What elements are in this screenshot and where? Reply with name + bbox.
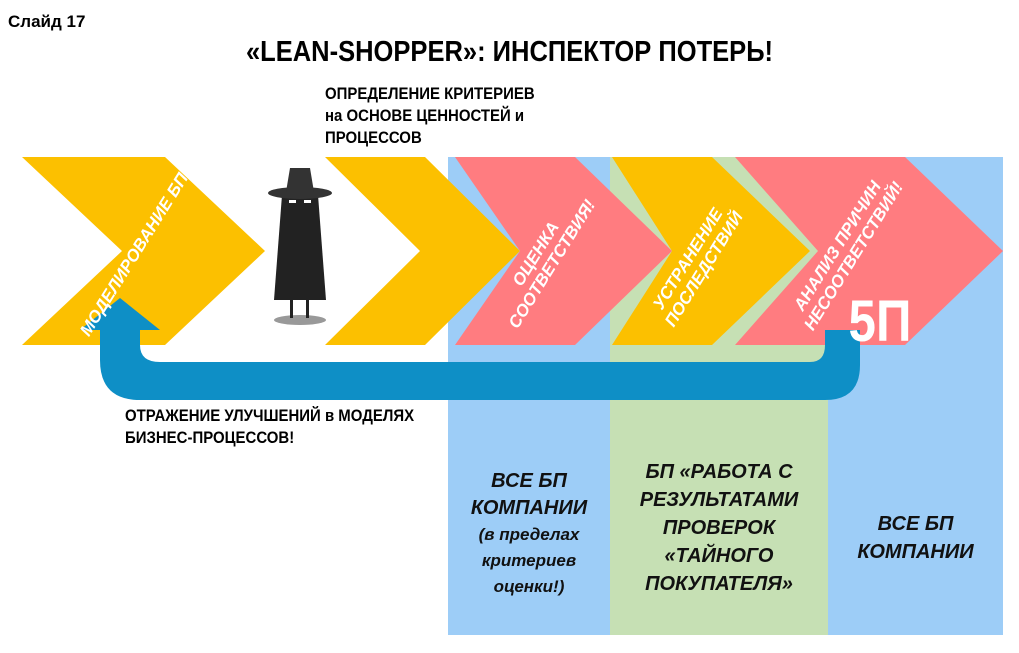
chevron-modeling (22, 157, 265, 345)
column-line: «ТАЙНОГО (664, 545, 774, 567)
column-line: ПОКУПАТЕЛЯ» (645, 573, 793, 595)
column-line: КОМПАНИИ (857, 541, 974, 563)
feedback-note-line: БИЗНЕС-ПРОЦЕССОВ! (125, 428, 295, 447)
chevron-elimination (612, 157, 810, 345)
feedback-note-line: ОТРАЖЕНИЕ УЛУЧШЕНИЙ в МОДЕЛЯХ (125, 406, 415, 425)
chevron-criteria (325, 157, 520, 345)
chevron-assessment (455, 157, 672, 345)
column-line: ВСЕ БП (877, 513, 954, 535)
column-subline: (в пределах (478, 525, 580, 544)
column-line: КОМПАНИИ (470, 497, 588, 519)
column-all-bp-2-text: ВСЕ БП КОМПАНИИ (828, 510, 1003, 566)
chevron-analysis (735, 157, 1003, 345)
spy-icon (268, 168, 332, 325)
column-line: ВСЕ БП (491, 470, 567, 492)
column-subline: оценки!) (493, 577, 565, 596)
slide-number: Слайд 17 (8, 12, 86, 31)
column-line: ПРОВЕРОК (662, 517, 776, 539)
column-all-bp-text: ВСЕ БП КОМПАНИИ (в пределах критериев оц… (448, 468, 610, 600)
feedback-note: ОТРАЖЕНИЕ УЛУЧШЕНИЙ в МОДЕЛЯХ БИЗНЕС-ПРО… (125, 405, 414, 449)
column-subline: критериев (481, 551, 577, 570)
column-mystery-shopper-text: БП «РАБОТА С РЕЗУЛЬТАТАМИ ПРОВЕРОК «ТАЙН… (610, 458, 828, 598)
criteria-note-line: на ОСНОВЕ ЦЕННОСТЕЙ и (325, 106, 525, 125)
slide-title: «LEAN-SHOPPER»: ИНСПЕКТОР ПОТЕРЬ! (245, 36, 774, 68)
column-line: БП «РАБОТА С (645, 461, 793, 483)
feedback-arrow (80, 298, 860, 400)
five-p-label: 5П (848, 289, 912, 354)
criteria-note-line: ОПРЕДЕЛЕНИЕ КРИТЕРИЕВ (325, 84, 535, 103)
criteria-note-line: ПРОЦЕССОВ (325, 128, 422, 147)
criteria-note: ОПРЕДЕЛЕНИЕ КРИТЕРИЕВ на ОСНОВЕ ЦЕННОСТЕ… (325, 83, 535, 149)
column-line: РЕЗУЛЬТАТАМИ (639, 489, 799, 511)
